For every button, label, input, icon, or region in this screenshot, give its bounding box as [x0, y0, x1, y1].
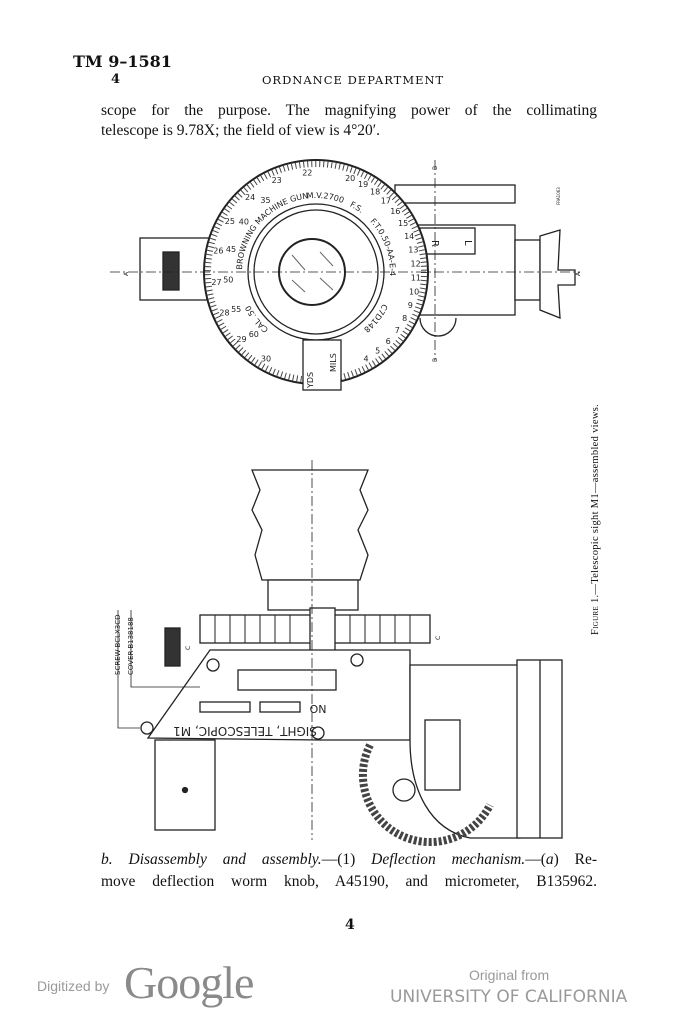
paragraph-line: b. Disassembly and assembly.—(1) Deflect…: [101, 851, 597, 869]
label-plate-name: SIGHT, TELESCOPIC, M1: [173, 724, 317, 738]
para-text: —(: [525, 851, 546, 868]
side-view-labels: SCREW-BCLX3CD COVER-B138188 NO SIGHT, TE…: [114, 614, 442, 738]
page-number: 4: [345, 917, 355, 933]
knob: [164, 627, 181, 667]
dial-yards-number: 23: [272, 176, 282, 185]
label-fra: FRA1063: [556, 187, 561, 205]
dial-mils-number: 11: [411, 274, 421, 283]
dial-mils-number: 10: [409, 288, 419, 297]
dial-inner-number: 55: [231, 305, 241, 314]
dial-inner-number: 50: [223, 276, 233, 285]
dial-inner-number: 35: [260, 196, 270, 205]
caption-prefix: Figure 1.: [590, 594, 601, 635]
dial-inner-number: 40: [239, 218, 249, 227]
label-screw: SCREW-BCLX3CD: [114, 614, 122, 675]
dial-mils-number: 20: [345, 174, 355, 183]
body-text-line: telescope is 9.78X; the field of view is…: [101, 122, 381, 139]
dial-mils-number: 4: [363, 355, 368, 364]
label-l: L: [462, 240, 473, 246]
figure-caption: Figure 1.—Telescopic sight M1—assembled …: [590, 404, 601, 635]
dial-yards-number: 29: [236, 335, 246, 344]
para-subheading: Deflection mechanism.: [371, 851, 526, 868]
label-r: R: [429, 240, 440, 247]
para-text: ) Re-: [553, 851, 598, 868]
dial-yards-number: 25: [225, 217, 235, 226]
eyecup: [251, 469, 369, 581]
dial-yards-number: 24: [245, 193, 255, 202]
label-plate-no: NO: [309, 702, 326, 715]
dial-mils-number: 18: [370, 187, 380, 196]
dial-mils-number: 12: [411, 259, 421, 268]
dial-mils-number: 19: [358, 180, 368, 189]
top-view: [110, 159, 580, 391]
dial-mils-number: 16: [390, 207, 400, 216]
dial-scale-numbers: 22 23 24 25 26 27 28 29 30 35 40 45 50 55 60 2019181716…: [211, 168, 421, 363]
label-section-b: B: [432, 358, 439, 362]
para-letter: b.: [101, 851, 129, 868]
body-plate: [146, 649, 411, 741]
label-section-a: A: [123, 271, 130, 276]
dial-mils-number: 9: [408, 301, 413, 310]
paragraph-line: move deflection worm knob, A45190, and m…: [101, 873, 597, 890]
label-section-c: C: [435, 636, 442, 640]
label-mils: MILS: [329, 353, 338, 372]
dial-mils-number: 15: [398, 219, 408, 228]
label-section-b: B: [432, 166, 439, 170]
label-section-c: C: [185, 646, 192, 650]
digitized-by-label: Digitized by: [37, 978, 110, 994]
google-logo: Google: [124, 957, 254, 1008]
dial-mils-number: 14: [404, 232, 414, 241]
dial-yards-number: 28: [219, 308, 229, 317]
dial-mils-number: 5: [375, 347, 380, 356]
caption-text: —Telescopic sight M1—assembled views.: [590, 403, 601, 595]
side-view: [117, 460, 563, 847]
dial-mils-number: 8: [402, 314, 407, 323]
para-text: —(1): [321, 851, 372, 868]
dial-inner-number: 60: [249, 330, 259, 339]
deflection-knob: [162, 251, 180, 291]
dial-yards-number: 30: [261, 355, 271, 364]
dial-inner-number: 45: [226, 245, 236, 254]
dial-mils-number: 7: [395, 326, 400, 335]
dial-yards-number: 22: [302, 168, 312, 177]
label-cover: COVER-B138188: [127, 617, 135, 675]
dial-mils-number: 17: [381, 197, 391, 206]
university-label: UNIVERSITY OF CALIFORNIA: [390, 987, 628, 1007]
dial-yards-number: 26: [213, 246, 223, 255]
document-id: TM 9–1581: [73, 52, 172, 71]
original-from-label: Original from: [469, 967, 550, 983]
para-heading: Disassembly and assembly.: [128, 851, 322, 868]
dial-mils-number: 13: [408, 245, 418, 254]
label-yds: YDS: [306, 372, 315, 389]
header-page-number: 4: [111, 72, 121, 87]
label-section-a: A: [575, 271, 582, 276]
body-text-line: scope for the purpose. The magnifying po…: [101, 102, 597, 119]
dial-mils-number: 6: [386, 337, 391, 346]
dial-yards-number: 27: [211, 278, 221, 287]
para-text: a: [545, 851, 554, 868]
header-department: ORDNANCE DEPARTMENT: [262, 73, 445, 87]
